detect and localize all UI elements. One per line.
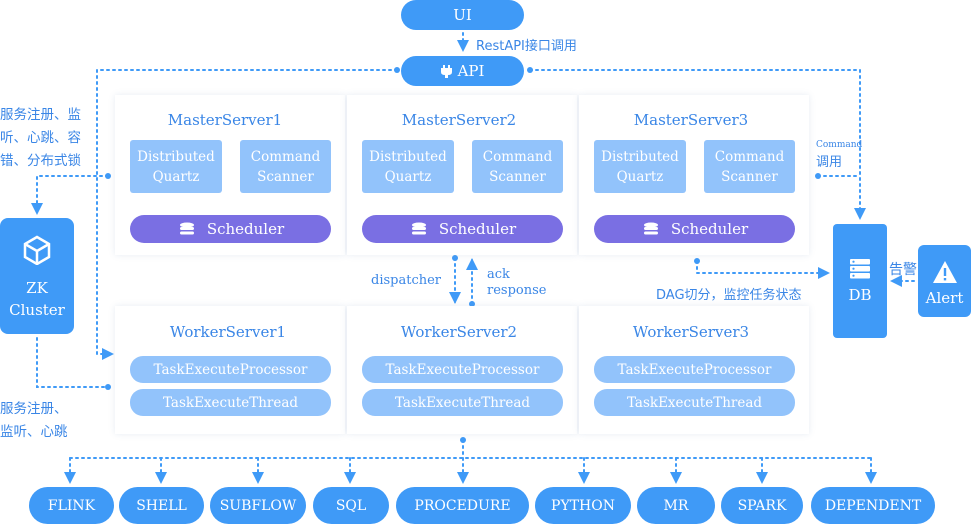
worker-server-2: WorkerServer2 TaskExecuteProcessor TaskE… [347, 306, 577, 434]
task-execute-thread: TaskExecuteThread [362, 389, 563, 416]
task-execute-processor: TaskExecuteProcessor [130, 356, 331, 383]
command-small-note: Command [816, 140, 863, 150]
master-server-3: MasterServer3 Distributed Quartz Command… [579, 95, 809, 255]
db-node: DB [833, 224, 887, 338]
task-type-procedure: PROCEDURE [396, 487, 529, 524]
ack-note: ack [487, 267, 510, 282]
command-scanner: Command Scanner [704, 140, 795, 193]
worker-title: WorkerServer1 [169, 323, 287, 341]
task-type-mr: MR [637, 487, 715, 524]
master-title: MasterServer1 [167, 111, 283, 129]
task-execute-processor: TaskExecuteProcessor [594, 356, 795, 383]
cube-icon [23, 235, 51, 265]
alert-node: Alert [918, 245, 971, 317]
cluster-label: Cluster [9, 301, 65, 319]
scheduler-label: Scheduler [438, 220, 517, 238]
dispatcher-note: dispatcher [371, 273, 442, 288]
worker-title: WorkerServer3 [632, 323, 750, 341]
restapi-note: RestAPI接口调用 [476, 39, 577, 54]
task-type-subflow: SUBFLOW [210, 487, 306, 524]
worker-registry-note: 服务注册、 监听、心跳 [0, 398, 68, 444]
task-type-python: PYTHON [535, 487, 631, 524]
api-label: API [457, 62, 485, 80]
task-type-shell: SHELL [119, 487, 204, 524]
scheduler: Scheduler [594, 215, 795, 243]
scheduler-label: Scheduler [670, 220, 749, 238]
task-type-sql: SQL [313, 487, 389, 524]
dag-note: DAG切分，监控任务状态 [656, 288, 802, 303]
worker-title: WorkerServer2 [400, 323, 518, 341]
command-call-note: 调用 [816, 155, 843, 170]
api-node: API [401, 56, 524, 86]
zk-label: ZK [26, 279, 48, 297]
master-server-1: MasterServer1 Distributed Quartz Command… [115, 95, 345, 255]
alert-note: 告警 [889, 262, 917, 278]
note-line: 听、心跳、容 [0, 130, 81, 146]
command-scanner: Command Scanner [240, 140, 331, 193]
scheduler-label: Scheduler [206, 220, 285, 238]
task-type-spark: SPARK [721, 487, 803, 524]
task-execute-processor: TaskExecuteProcessor [362, 356, 563, 383]
db-label: DB [848, 286, 872, 304]
database-icon [643, 222, 658, 235]
note-line: 服务注册、监 [0, 107, 81, 123]
note-line: 服务注册、 [0, 401, 68, 417]
zk-cluster-node: ZK Cluster [0, 218, 74, 334]
ui-node: UI [401, 0, 524, 30]
master-registry-note: 服务注册、监 听、心跳、容 错、分布式锁 [0, 104, 81, 173]
database-icon [179, 222, 194, 235]
task-type-flink: FLINK [29, 487, 114, 524]
alert-label: Alert [925, 289, 964, 307]
warning-icon [933, 261, 957, 283]
distributed-quartz: Distributed Quartz [130, 140, 222, 193]
server-icon [850, 259, 870, 279]
note-line: 监听、心跳 [0, 424, 68, 440]
master-title: MasterServer2 [401, 111, 517, 129]
worker-server-3: WorkerServer3 TaskExecuteProcessor TaskE… [579, 306, 809, 434]
task-execute-thread: TaskExecuteThread [130, 389, 331, 416]
worker-server-1: WorkerServer1 TaskExecuteProcessor TaskE… [115, 306, 345, 434]
task-execute-thread: TaskExecuteThread [594, 389, 795, 416]
scheduler: Scheduler [130, 215, 331, 243]
note-line: 错、分布式锁 [0, 153, 81, 169]
task-type-dependent: DEPENDENT [811, 487, 935, 524]
distributed-quartz: Distributed Quartz [594, 140, 686, 193]
plug-icon [440, 64, 452, 78]
distributed-quartz: Distributed Quartz [362, 140, 454, 193]
database-icon [411, 222, 426, 235]
master-server-2: MasterServer2 Distributed Quartz Command… [347, 95, 577, 255]
ui-label: UI [453, 6, 472, 24]
response-note: response [487, 283, 547, 298]
command-scanner: Command Scanner [472, 140, 563, 193]
master-title: MasterServer3 [633, 111, 749, 129]
scheduler: Scheduler [362, 215, 563, 243]
